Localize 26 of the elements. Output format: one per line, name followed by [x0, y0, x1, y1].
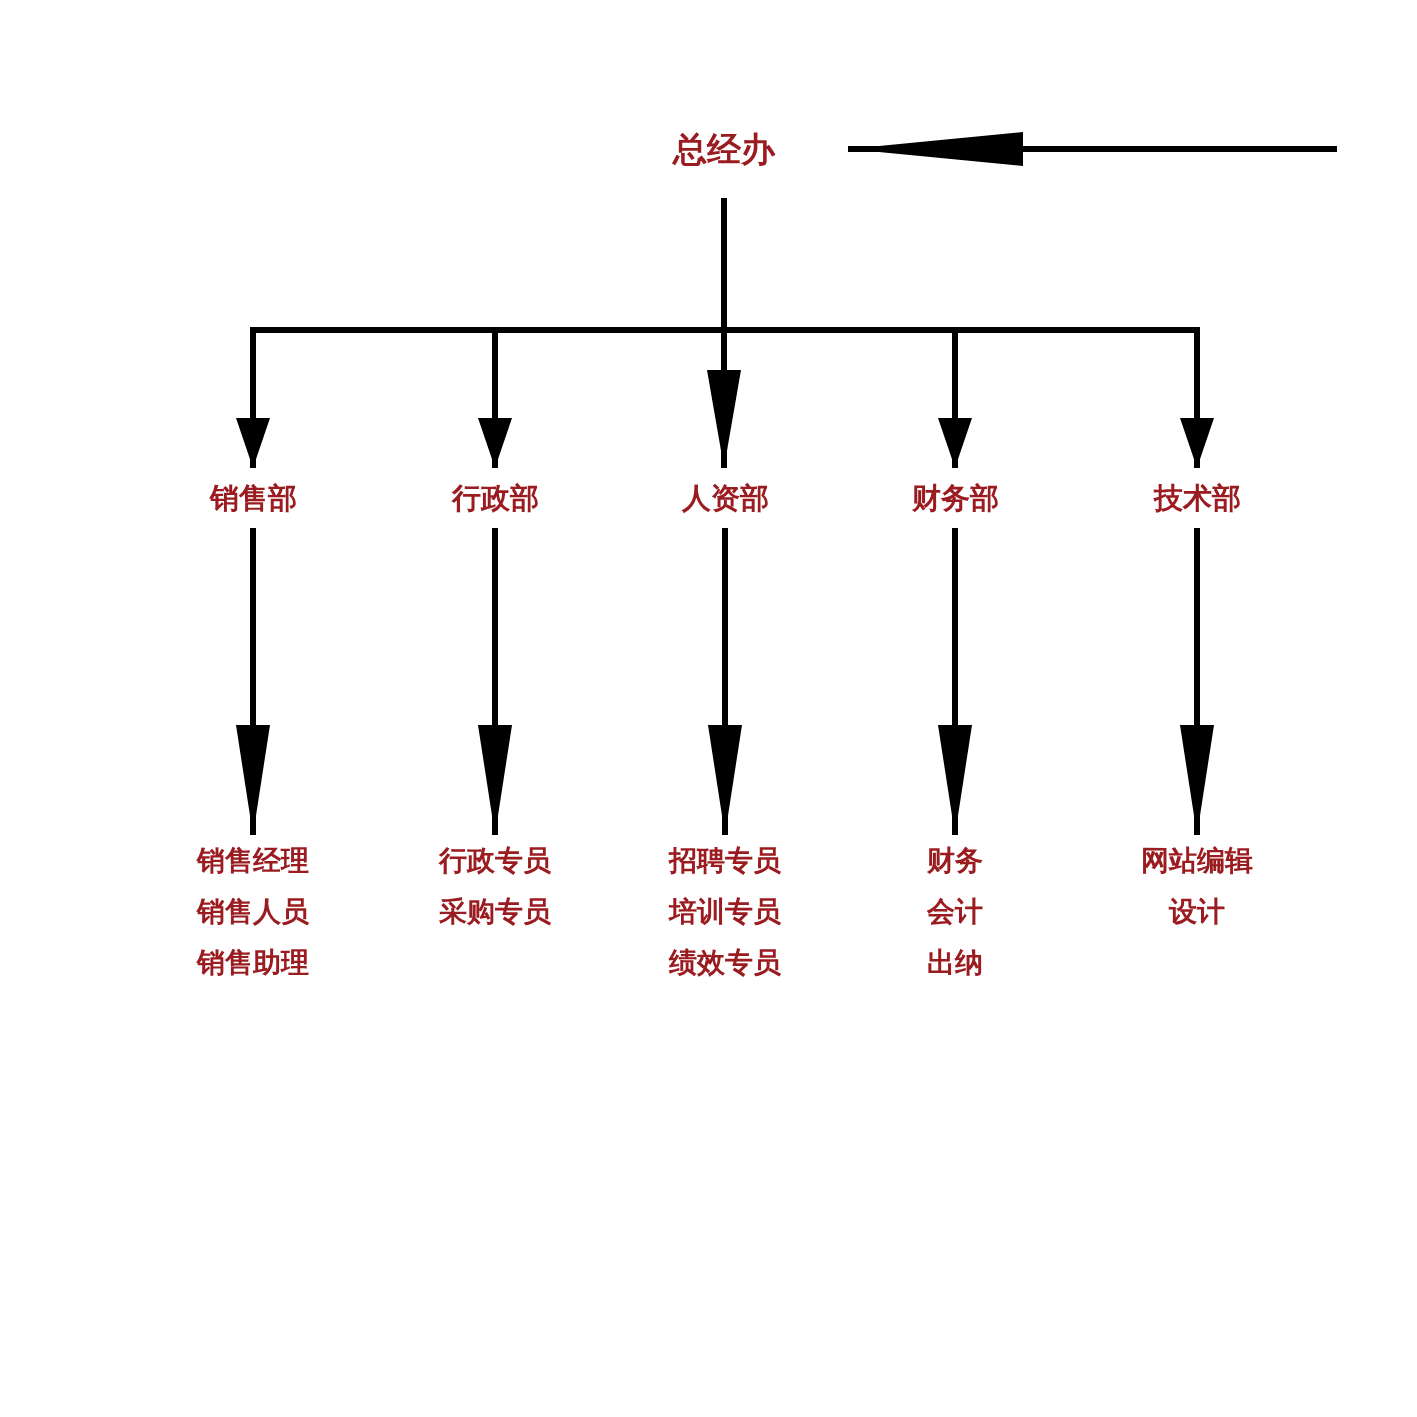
job-title: 会计 [927, 894, 983, 930]
arrow [848, 132, 1337, 166]
job-title: 绩效专员 [669, 945, 781, 981]
job-title: 行政专员 [439, 843, 551, 879]
arrow [721, 198, 1214, 468]
job-title: 设计 [1169, 894, 1225, 930]
job-title: 销售人员 [197, 894, 309, 930]
job-title: 网站编辑 [1141, 843, 1253, 879]
department-label: 销售部 [209, 479, 297, 517]
department-label: 财务部 [911, 479, 999, 517]
job-title: 销售经理 [197, 843, 309, 879]
job-title: 出纳 [927, 945, 983, 981]
department-label: 人资部 [681, 479, 769, 517]
job-title: 销售助理 [197, 945, 309, 981]
job-title: 采购专员 [439, 894, 551, 930]
department-label: 行政部 [451, 479, 539, 517]
department-label: 技术部 [1153, 479, 1241, 517]
arrow [478, 528, 512, 835]
arrow [236, 528, 270, 835]
arrow [938, 528, 972, 835]
arrow [1180, 528, 1214, 835]
job-title: 财务 [927, 843, 983, 879]
job-title: 培训专员 [669, 894, 781, 930]
arrow [708, 528, 742, 835]
office-label: 总经办 [673, 127, 775, 171]
job-title: 招聘专员 [669, 843, 781, 879]
